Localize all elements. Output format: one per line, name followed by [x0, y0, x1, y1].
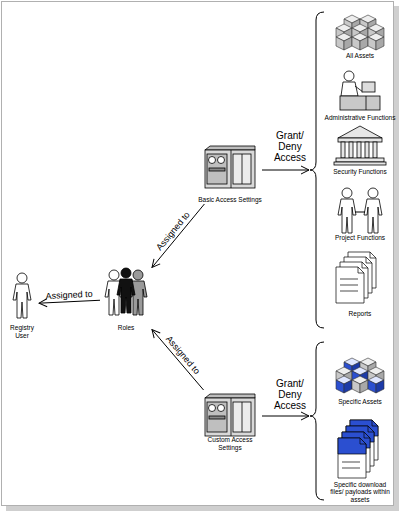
icon-node: All Assets: [322, 12, 398, 60]
server-icon: [205, 394, 255, 436]
node-label: All Assets: [346, 52, 374, 60]
frame-shadow: [394, 6, 399, 510]
icon-node: Security Functions: [322, 124, 398, 176]
node-label: Project Functions: [335, 234, 385, 242]
action-label: Grant/ Deny Access: [267, 378, 313, 411]
node-label: Specific download files/ payloads within…: [330, 481, 390, 504]
node-label: Administrative Functions: [325, 114, 396, 122]
column: [341, 142, 345, 158]
building-icon: [334, 126, 386, 165]
bracket: [310, 342, 324, 500]
roof: [338, 126, 382, 138]
admin-icon: [340, 71, 380, 110]
icon-node: Administrative Functions: [322, 66, 398, 122]
edge-label: Assigned to: [45, 289, 92, 301]
grant-arrow: [262, 170, 309, 171]
file-page: [338, 438, 366, 478]
icon-node: Basic Access Settings: [195, 142, 265, 204]
person-icon: [338, 188, 356, 233]
node-label: Custom Access Settings: [195, 436, 265, 452]
connector: [152, 330, 204, 391]
icon-node: Roles: [100, 266, 152, 332]
cube-icon: [368, 376, 384, 393]
icon-node: Project Functions: [322, 184, 398, 242]
person-icon: [364, 188, 382, 233]
cube-icon: [352, 376, 368, 393]
admin-body: [341, 82, 358, 96]
cube-icon: [352, 33, 368, 50]
node-label: Roles: [118, 324, 135, 332]
action-label: Grant/ Deny Access: [267, 130, 313, 163]
monitor: [362, 82, 375, 92]
node-label: Reports: [349, 310, 372, 318]
bracket: [310, 12, 324, 328]
column: [357, 142, 361, 158]
icon-node: Reports: [322, 248, 398, 318]
report-page: [336, 267, 364, 303]
steps: [334, 162, 386, 165]
cube-icon: [336, 33, 352, 50]
desk-line: [366, 96, 367, 110]
node-label: Specific Assets: [338, 398, 382, 406]
column: [349, 142, 353, 158]
frame: [2, 2, 394, 506]
icon-node: Registry User: [5, 268, 39, 340]
server-icon: [205, 146, 255, 188]
column: [365, 142, 369, 158]
grant-arrow: [262, 416, 309, 417]
column: [373, 142, 377, 158]
node-label: Security Functions: [333, 168, 386, 176]
icon-node: Specific download files/ payloads within…: [330, 416, 390, 504]
icon-node: Specific Assets: [322, 352, 398, 406]
user-icon: [13, 273, 31, 318]
node-label: Basic Access Settings: [198, 196, 262, 204]
role-icon: [117, 268, 135, 313]
cube-icon: [368, 33, 384, 50]
handshake: [355, 212, 365, 213]
frame-shadow: [6, 506, 399, 511]
base: [336, 158, 384, 162]
admin-head: [344, 71, 354, 81]
desk: [340, 96, 380, 110]
cube-icon: [336, 376, 352, 393]
node-label: Registry User: [5, 324, 39, 340]
icon-node: Custom Access Settings: [195, 390, 265, 452]
entablature: [338, 138, 382, 142]
connector: [152, 204, 204, 268]
